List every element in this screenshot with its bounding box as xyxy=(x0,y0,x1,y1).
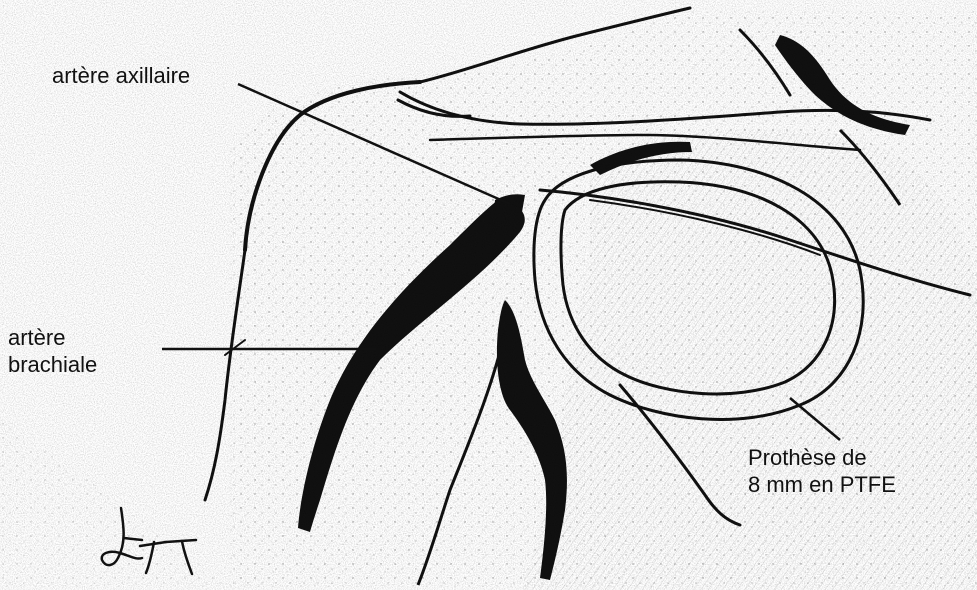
label-axillary-artery: artère axillaire xyxy=(52,62,190,89)
label-prosthesis-line1: Prothèse de xyxy=(748,444,896,471)
label-ptfe-prosthesis: Prothèse de 8 mm en PTFE xyxy=(748,444,896,498)
label-brachial-line1: artère xyxy=(8,324,97,351)
label-brachial-artery: artère brachiale xyxy=(8,324,97,378)
label-prosthesis-line2: 8 mm en PTFE xyxy=(748,471,896,498)
artist-signature-icon xyxy=(96,498,206,578)
label-brachial-line2: brachiale xyxy=(8,351,97,378)
